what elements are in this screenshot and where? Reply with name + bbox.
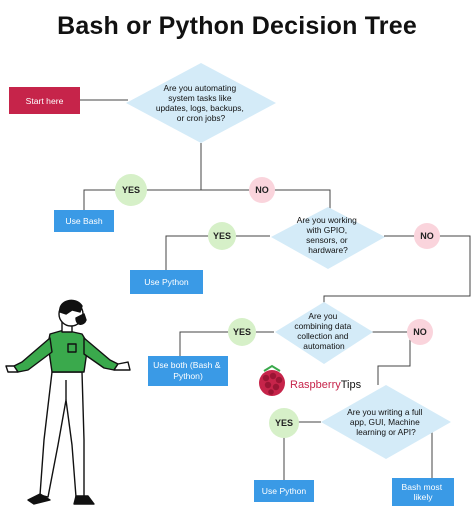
question-1-text: Are you automating system tasks like upd… xyxy=(156,83,246,123)
yes-badge-3: YES xyxy=(228,318,256,346)
question-1-line-2: system tasks like xyxy=(168,93,232,103)
no-label-1: NO xyxy=(255,185,269,195)
brand-part-2: Tips xyxy=(341,379,362,391)
question-3-line-1: Are you xyxy=(308,311,337,321)
bash-most-likely-line-2: likely xyxy=(413,492,433,502)
page-title: Bash or Python Decision Tree xyxy=(57,12,417,40)
use-both-line-2: Python) xyxy=(173,371,203,381)
bash-most-likely-line-1: Bash most xyxy=(402,482,443,492)
raspberrytips-logo: RaspberryTips xyxy=(259,364,362,396)
no-badge-3: NO xyxy=(407,319,433,345)
yes-badge-2: YES xyxy=(208,222,236,250)
no-badge-2: NO xyxy=(414,223,440,249)
bash-most-likely-box: Bash most likely xyxy=(392,478,454,506)
use-python-label-1: Use Python xyxy=(144,277,189,287)
question-3-text: Are you combining data collection and au… xyxy=(294,311,353,351)
use-python-label-2: Use Python xyxy=(262,486,307,496)
question-4-line-2: app, GUI, Machine xyxy=(350,417,420,427)
question-2-line-3: sensors, or xyxy=(306,235,348,245)
bash-most-likely-label: Bash most likely xyxy=(402,482,445,502)
question-3-line-2: combining data xyxy=(294,321,351,331)
no-label-3: NO xyxy=(413,327,427,337)
use-both-box: Use both (Bash & Python) xyxy=(148,356,228,386)
no-label-2: NO xyxy=(420,231,434,241)
use-bash-label: Use Bash xyxy=(65,216,102,226)
question-4-diamond: Are you writing a full app, GUI, Machine… xyxy=(321,385,451,459)
use-python-box-1: Use Python xyxy=(130,270,203,294)
question-2-line-2: with GPIO, xyxy=(306,225,348,235)
person-illustration xyxy=(5,299,131,505)
yes-label-4: YES xyxy=(275,418,293,428)
use-bash-box: Use Bash xyxy=(54,210,114,232)
question-2-diamond: Are you working with GPIO, sensors, or h… xyxy=(271,207,385,269)
question-3-line-4: automation xyxy=(303,341,345,351)
brand-text: RaspberryTips xyxy=(290,379,362,391)
yes-badge-1: YES xyxy=(115,174,147,206)
yes-label-2: YES xyxy=(213,231,231,241)
yes-label-1: YES xyxy=(122,185,140,195)
question-3-diamond: Are you combining data collection and au… xyxy=(275,302,373,364)
start-label: Start here xyxy=(26,96,64,106)
question-3-line-3: collection and xyxy=(297,331,349,341)
no-badge-1: NO xyxy=(249,177,275,203)
question-2-line-4: hardware? xyxy=(308,245,348,255)
use-python-box-2: Use Python xyxy=(254,480,314,502)
question-1-line-4: or cron jobs? xyxy=(177,113,226,123)
raspberry-icon xyxy=(259,364,285,396)
question-1-line-1: Are you automating xyxy=(164,83,237,93)
question-1-diamond: Are you automating system tasks like upd… xyxy=(126,63,276,143)
question-4-text: Are you writing a full app, GUI, Machine… xyxy=(347,407,425,437)
question-4-line-1: Are you writing a full xyxy=(347,407,423,417)
yes-label-3: YES xyxy=(233,327,251,337)
use-both-line-1: Use both (Bash & xyxy=(153,360,221,370)
question-2-line-1: Are you working xyxy=(297,215,357,225)
yes-badge-4: YES xyxy=(269,408,299,438)
question-4-line-3: learning or API? xyxy=(356,427,416,437)
question-2-text: Are you working with GPIO, sensors, or h… xyxy=(297,215,359,255)
start-node: Start here xyxy=(9,87,80,114)
brand-part-1: Raspberry xyxy=(290,379,341,391)
use-both-label: Use both (Bash & Python) xyxy=(153,360,223,381)
question-1-line-3: updates, logs, backups, xyxy=(156,103,244,113)
connectors xyxy=(80,99,471,480)
